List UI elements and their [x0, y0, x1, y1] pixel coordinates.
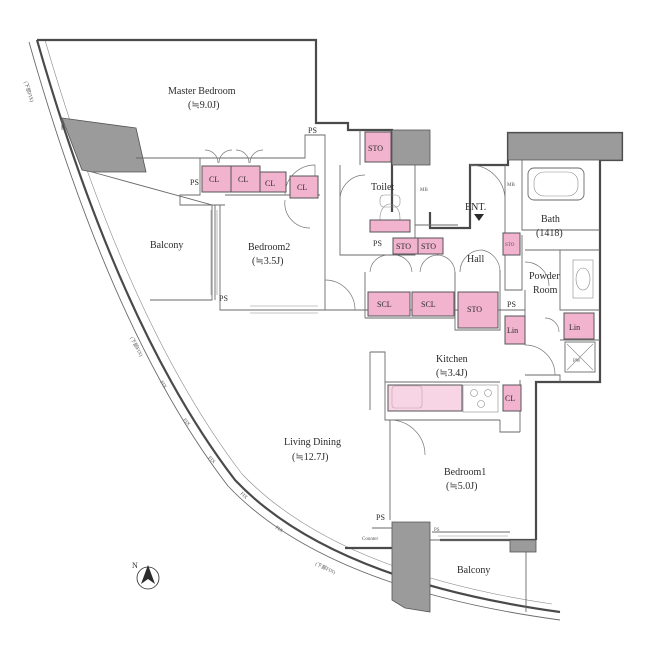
cl-label-5: CL: [505, 394, 515, 403]
fix-annotations: (下部FIX) (下部FIX) FIX FIX FIX FIX FIX (下部F…: [22, 80, 337, 576]
bedroom2-area: (≒3.5J): [252, 256, 283, 267]
scl-2: [411, 291, 455, 317]
master-bedroom-name: Master Bedroom: [168, 86, 236, 97]
master-bedroom-area: (≒9.0J): [188, 100, 219, 111]
sto-toilet-3: [417, 237, 444, 255]
bath-size: (1418): [536, 228, 563, 239]
cl-label-2: CL: [238, 175, 248, 184]
living-dining-name: Living Dining: [284, 437, 341, 448]
outer-walls: [37, 38, 624, 612]
compass: N: [132, 561, 160, 590]
balcony-west-name: Balcony: [150, 240, 183, 251]
structural-columns: [61, 117, 623, 613]
ps-label-3: PS: [219, 294, 228, 303]
pw-label: PW: [573, 359, 581, 364]
ps-label-1: PS: [190, 178, 199, 187]
interior-walls: [61, 118, 600, 548]
compass-label: N: [132, 561, 138, 570]
cl-label-3: CL: [265, 179, 275, 188]
sto-label-1: STO: [368, 144, 383, 153]
bath-name: Bath: [541, 214, 560, 225]
cl-bedroom2: [289, 175, 319, 199]
scl-1: [367, 291, 411, 317]
living-dining-area: (≒12.7J): [292, 452, 328, 463]
lin-hall: [504, 315, 526, 345]
bedroom2-name: Bedroom2: [248, 242, 290, 253]
windows: [210, 210, 508, 537]
ps-label-4: PS: [373, 239, 382, 248]
scl-label-1: SCL: [377, 300, 392, 309]
powder-sink: [572, 259, 594, 299]
kitchen-name: Kitchen: [436, 354, 468, 365]
fix-4: FIX: [239, 492, 249, 501]
bedroom1-name: Bedroom1: [444, 467, 486, 478]
compass-arrow-icon: [141, 565, 155, 584]
ps-label-6: PS: [376, 513, 385, 522]
cl-label-1: CL: [209, 175, 219, 184]
lin-powder: [563, 312, 595, 340]
column-south: [391, 521, 431, 613]
column-toilet: [391, 129, 431, 166]
sto-label-4: STO: [505, 243, 515, 248]
fix-lower-2: (下部FIX): [128, 336, 144, 358]
cooktop: [462, 384, 499, 413]
column-bath-top: [507, 132, 623, 161]
mb-label-2: MB: [507, 183, 515, 188]
lin-label-1: Lin: [507, 326, 518, 335]
kitchen-counter: [387, 384, 463, 412]
balcony-south-name: Balcony: [457, 565, 490, 576]
toilet-name: Toilet: [371, 182, 394, 193]
fix-3: FIX: [207, 456, 217, 466]
counter-label: Counter: [362, 537, 378, 542]
fix-1: FIX: [158, 380, 167, 390]
scl-label-2: SCL: [421, 300, 436, 309]
column-west-upper: [61, 117, 147, 173]
lin-label-2: Lin: [569, 323, 580, 332]
hall-name: Hall: [467, 254, 484, 265]
sto-label-3: STO: [421, 242, 436, 251]
bedroom1-area: (≒5.0J): [446, 481, 477, 492]
ps-label-5: PS: [507, 300, 516, 309]
entrance-name: ENT.: [465, 202, 486, 213]
mb-label-1: MB: [420, 188, 428, 193]
powder-room-line1: Powder: [529, 271, 560, 282]
fix-5: FIX: [274, 526, 284, 535]
sto-hall: [457, 291, 499, 329]
kitchen-area: (≒3.4J): [436, 368, 467, 379]
ps-label-7: PS: [434, 528, 440, 533]
washer-pan: [564, 341, 596, 373]
doors: [204, 149, 560, 456]
cl-master-1: [201, 165, 232, 193]
fixtures: [379, 167, 596, 413]
storage-labels: CL CL CL CL STO STO STO STO SCL SCL STO …: [190, 126, 581, 542]
fix-lower-1: (下部FIX): [22, 80, 35, 103]
ps-label-2: PS: [308, 126, 317, 135]
bathtub: [527, 167, 585, 201]
column-bedroom1-corner: [509, 539, 537, 553]
sto-toilet: [364, 131, 392, 163]
sto-label-2: STO: [396, 242, 411, 251]
powder-room-line2: Room: [533, 285, 558, 296]
entrance-arrow-icon: [474, 214, 484, 221]
cl-bedroom1: [502, 384, 522, 412]
sto-hall-small: [502, 232, 521, 256]
sto-label-5: STO: [467, 305, 482, 314]
toilet-shelf: [369, 219, 411, 233]
cl-master-3: [259, 171, 287, 193]
fix-2: FIX: [181, 418, 190, 428]
toilet-fixture: [379, 194, 401, 208]
room-labels: Master Bedroom (≒9.0J) Bedroom2 (≒3.5J) …: [150, 86, 563, 576]
fix-lower-3: (下部FIX): [314, 560, 337, 576]
storage-units: [201, 131, 595, 412]
cl-label-4: CL: [297, 183, 307, 192]
